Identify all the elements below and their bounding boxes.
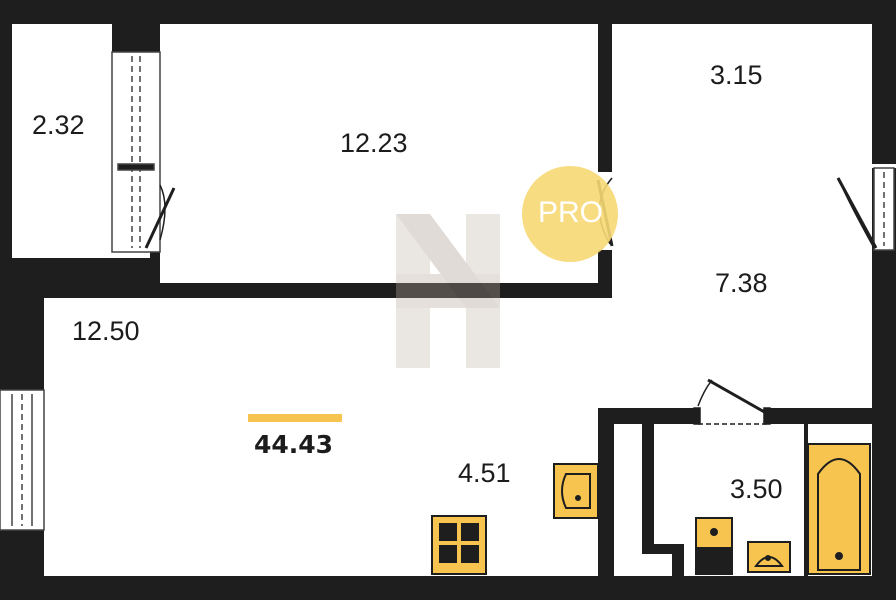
bath-left-wall <box>598 408 614 578</box>
bedroom-right-wall-upper <box>598 0 612 172</box>
right-wall <box>872 0 896 600</box>
pro-badge-circle <box>522 166 618 262</box>
bedroom-right-wall-lower <box>598 250 612 298</box>
room-area-bathroom: 3.50 <box>730 474 783 504</box>
room-area-bedroom: 12.23 <box>340 128 408 158</box>
total-area: 44.43 <box>254 430 334 459</box>
bath-door-arc <box>697 379 713 407</box>
fixtures <box>431 443 871 575</box>
bath-shaft-wall <box>642 424 654 546</box>
bottom-wall <box>0 576 896 600</box>
pro-badge-label: PRO <box>538 196 604 229</box>
loggia-divider-top <box>112 0 160 52</box>
total-accent-bar <box>248 414 342 422</box>
room-area-living: 12.50 <box>72 316 140 346</box>
left-wall-upper <box>0 0 12 298</box>
room-area-kitchen: 4.51 <box>458 458 511 488</box>
bedroom-bottom-wall <box>160 283 612 298</box>
room-area-hall: 3.15 <box>710 60 763 90</box>
bath-top-wall-left <box>598 408 694 424</box>
bath-top-wall-right <box>768 408 872 424</box>
doors <box>144 177 878 425</box>
loggia-window <box>111 51 161 253</box>
room-area-corridor: 7.38 <box>715 268 768 298</box>
watermark-logo <box>396 214 500 368</box>
entrance-opening <box>873 167 895 251</box>
room-area-loggia: 2.32 <box>32 110 85 140</box>
windows <box>0 51 895 531</box>
